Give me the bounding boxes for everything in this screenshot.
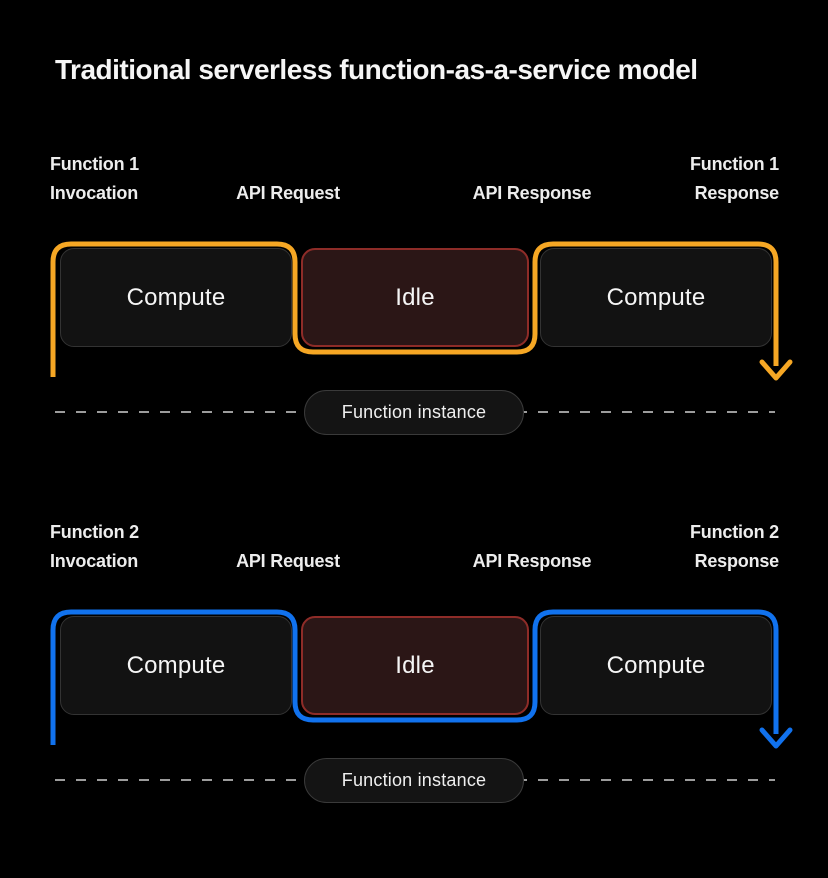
- row1-label-response: Function 1 Response: [690, 150, 779, 208]
- row1-invocation-line2: Invocation: [50, 183, 139, 203]
- row1-idle-label: Idle: [395, 283, 435, 311]
- row2-label-api-response: API Response: [472, 551, 592, 571]
- row2-label-api-request: API Request: [236, 551, 340, 571]
- row1-function-instance-label: Function instance: [341, 402, 487, 422]
- row2-label-response: Function 2 Response: [690, 518, 779, 576]
- row1-compute-box-2: Compute: [540, 248, 772, 347]
- row1-label-api-request: API Request: [236, 183, 340, 203]
- row2-compute-box-1: Compute: [60, 616, 292, 715]
- row2-compute-2-label: Compute: [606, 651, 706, 679]
- row1-invocation-line1: Function 1: [50, 154, 139, 174]
- row1-response-line2: Response: [694, 183, 780, 203]
- row1-compute-box-1: Compute: [60, 248, 292, 347]
- row2-compute-box-2: Compute: [540, 616, 772, 715]
- row1-label-api-response: API Response: [472, 183, 592, 203]
- row2-response-line1: Function 2: [690, 522, 779, 542]
- row1-compute-2-label: Compute: [606, 283, 706, 311]
- row2-invocation-line1: Function 2: [50, 522, 139, 542]
- page-title: Traditional serverless function-as-a-ser…: [55, 54, 698, 85]
- row2-idle-label: Idle: [395, 651, 435, 679]
- row2-arrowhead-icon: [759, 727, 793, 749]
- row1-idle-box: Idle: [301, 248, 529, 347]
- row1-response-line1: Function 1: [690, 154, 779, 174]
- row2-invocation-line2: Invocation: [50, 551, 139, 571]
- row1-label-invocation: Function 1 Invocation: [50, 150, 139, 208]
- row2-compute-1-label: Compute: [126, 651, 226, 679]
- row1-labels: Function 1 Invocation API Request API Re…: [0, 150, 828, 210]
- row2-idle-box: Idle: [301, 616, 529, 715]
- row1-compute-1-label: Compute: [126, 283, 226, 311]
- row1-function-instance-pill: Function instance: [304, 390, 524, 435]
- row2-labels: Function 2 Invocation API Request API Re…: [0, 518, 828, 578]
- row2-function-instance-label: Function instance: [341, 770, 487, 790]
- row1-arrowhead-icon: [759, 359, 793, 381]
- row2-response-line2: Response: [694, 551, 780, 571]
- row2-label-invocation: Function 2 Invocation: [50, 518, 139, 576]
- row2-function-instance-pill: Function instance: [304, 758, 524, 803]
